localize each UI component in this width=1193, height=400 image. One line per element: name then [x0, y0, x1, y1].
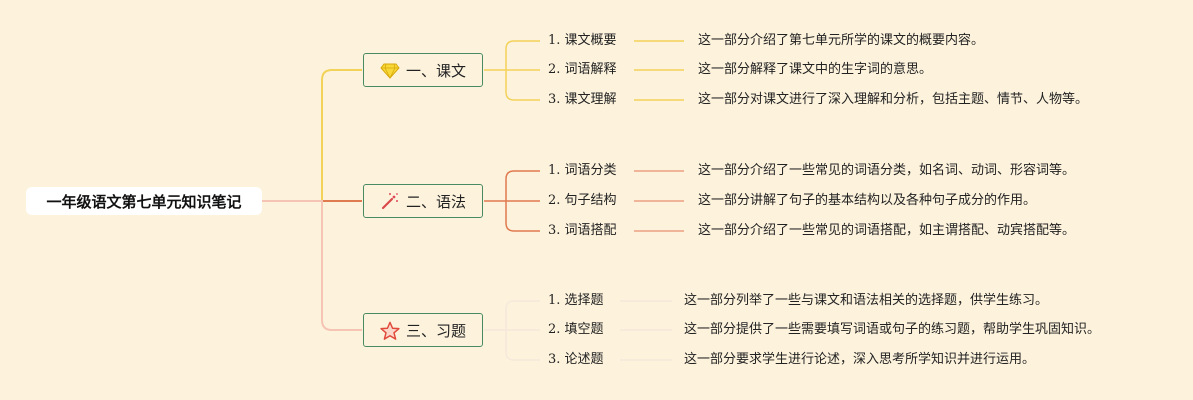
desc-lessons-vocabulary: 这一部分解释了课文中的生字词的意思。 — [698, 62, 933, 77]
connector-root-branch1 — [262, 69, 362, 202]
branch-node-exercises[interactable]: 三、习题 — [363, 313, 483, 347]
connector-b3-leaf1 — [484, 300, 515, 331]
branch-label: 三、习题 — [405, 321, 466, 340]
desc-lessons-summary: 这一部分介绍了第七单元所学的课文的概要内容。 — [698, 33, 985, 48]
connector-b3-leaf3 — [505, 330, 515, 361]
desc-exercises-multiple-choice: 这一部分列举了一些与课文和语法相关的选择题，供学生练习。 — [684, 293, 1049, 308]
connector-b2-leaf3 — [505, 201, 515, 232]
leaf-grammar-word-classes[interactable]: 1. 词语分类 — [548, 163, 617, 178]
desc-grammar-word-classes: 这一部分介绍了一些常见的词语分类，如名词、动词、形容词等。 — [698, 163, 1076, 178]
desc-exercises-fill-in: 这一部分提供了一些需要填写词语或句子的练习题，帮助学生巩固知识。 — [684, 322, 1101, 337]
desc-grammar-collocations: 这一部分介绍了一些常见的词语搭配，如主谓搭配、动宾搭配等。 — [698, 223, 1076, 238]
branch-node-grammar[interactable]: 二、语法 — [363, 184, 483, 218]
connector-root-branch3 — [262, 200, 362, 331]
leaf-grammar-sentence-structure[interactable]: 2. 句子结构 — [548, 193, 617, 208]
magic-wand-icon — [380, 191, 400, 211]
leaf-grammar-collocations[interactable]: 3. 词语搭配 — [548, 223, 617, 238]
branch-node-lessons[interactable]: 一、课文 — [363, 53, 483, 87]
connector-b1-leaf1 — [484, 40, 515, 71]
leaf-exercises-essay[interactable]: 3. 论述题 — [548, 352, 604, 367]
connector-b2-leaf1 — [484, 170, 515, 202]
star-icon — [380, 320, 400, 340]
desc-grammar-sentence-structure: 这一部分讲解了句子的基本结构以及各种句子成分的作用。 — [698, 193, 1037, 208]
branch-label: 二、语法 — [405, 192, 466, 211]
desc-lessons-understanding: 这一部分对课文进行了深入理解和分析，包括主题、情节、人物等。 — [698, 92, 1089, 107]
leaf-lessons-vocabulary[interactable]: 2. 词语解释 — [548, 62, 617, 77]
root-title: 一年级语文第七单元知识笔记 — [46, 192, 242, 211]
leaf-exercises-fill-in[interactable]: 2. 填空题 — [548, 322, 604, 337]
leaf-lessons-summary[interactable]: 1. 课文概要 — [548, 33, 617, 48]
diamond-icon — [380, 60, 400, 80]
leaf-exercises-multiple-choice[interactable]: 1. 选择题 — [548, 293, 604, 308]
branch-label: 一、课文 — [405, 61, 466, 80]
leaf-lessons-understanding[interactable]: 3. 课文理解 — [548, 92, 617, 107]
root-node[interactable]: 一年级语文第七单元知识笔记 — [26, 187, 262, 215]
desc-exercises-essay: 这一部分要求学生进行论述，深入思考所学知识并进行运用。 — [684, 352, 1036, 367]
connector-b1-leaf3 — [505, 70, 515, 101]
